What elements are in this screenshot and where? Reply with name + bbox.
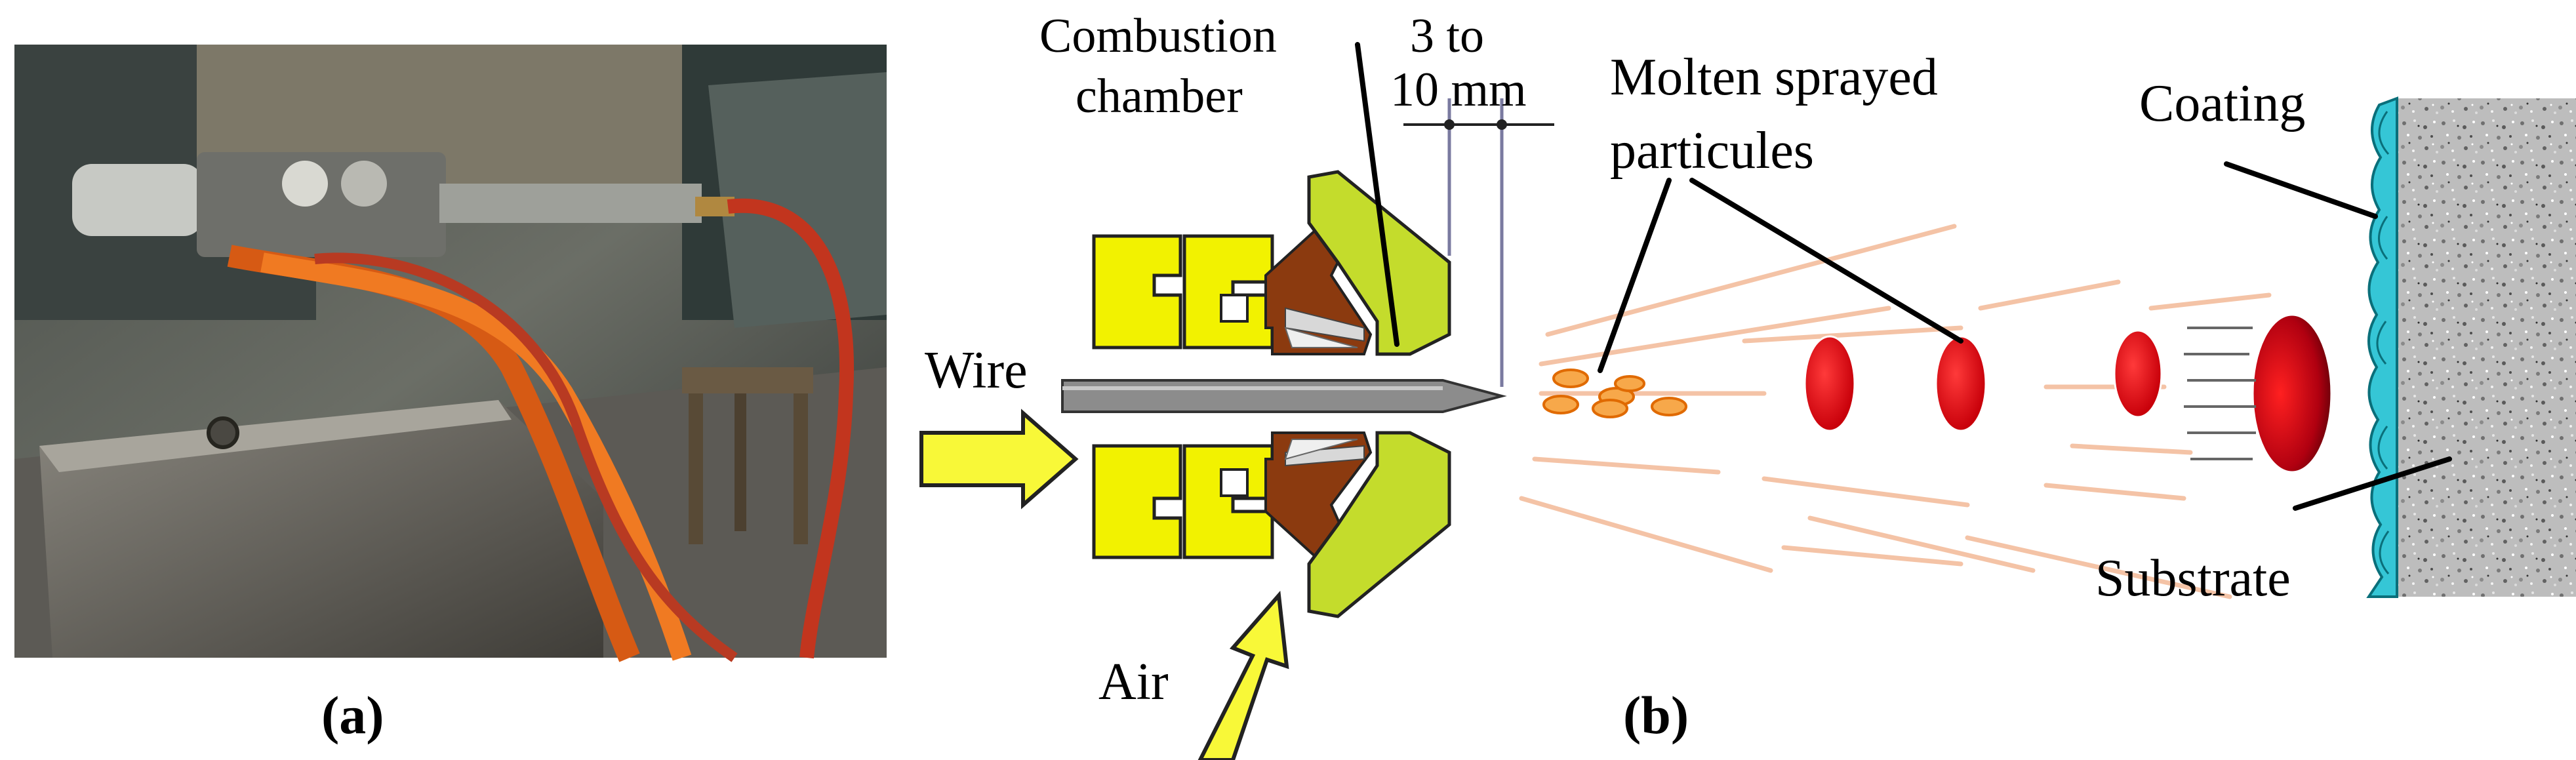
molten-particles-label-line1: Molten sprayed <box>1610 49 1938 106</box>
molten-droplets <box>1803 313 2333 473</box>
air-label: Air <box>1098 653 1169 711</box>
spray-lines <box>1519 224 2272 599</box>
leader-lines <box>1355 42 2452 511</box>
combustion-chamber-label-line1: Combustion <box>1039 9 1277 63</box>
wire-label: Wire <box>925 342 1028 399</box>
coating <box>2366 96 2398 598</box>
panel-a-photo <box>14 45 887 662</box>
coating-label: Coating <box>2139 75 2306 132</box>
nozzle-assembly <box>1061 170 1507 618</box>
wire-arrow <box>919 409 1079 510</box>
panel-a-tag: (a) <box>321 685 384 745</box>
speed-lines <box>2184 327 2256 460</box>
distance-dimension <box>1403 98 1554 387</box>
distance-label-line2: 10 mm <box>1390 63 1527 117</box>
small-particles <box>1542 369 1687 418</box>
molten-particles-label-line2: particules <box>1610 122 1814 180</box>
combustion-chamber-label-line2: chamber <box>1076 70 1243 123</box>
substrate <box>2397 98 2576 597</box>
panel-b-tag: (b) <box>1623 685 1689 745</box>
distance-label-line1: 3 to <box>1410 9 1485 63</box>
air-arrow <box>1197 590 1289 760</box>
substrate-label: Substrate <box>2095 550 2291 607</box>
